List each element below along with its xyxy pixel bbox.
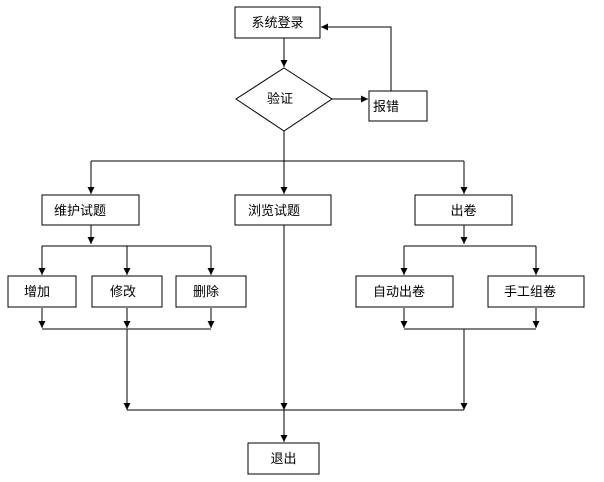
node-error-label: 报错 bbox=[373, 100, 399, 115]
node-maintain: 维护试题 bbox=[41, 194, 140, 226]
node-auto-exam: 自动出卷 bbox=[355, 275, 454, 308]
node-error: 报错 bbox=[368, 90, 428, 122]
node-edit: 修改 bbox=[91, 275, 163, 308]
connectors bbox=[38, 23, 540, 442]
node-add-label: 增加 bbox=[24, 285, 50, 300]
node-manual-exam: 手工组卷 bbox=[487, 275, 585, 308]
node-exit: 退出 bbox=[247, 442, 320, 475]
node-browse-label: 浏览试题 bbox=[248, 203, 300, 219]
node-maintain-label: 维护试题 bbox=[54, 204, 106, 219]
node-auto-exam-label: 自动出卷 bbox=[373, 284, 425, 300]
node-login-label: 系统登录 bbox=[251, 16, 303, 31]
node-delete: 删除 bbox=[175, 275, 247, 308]
node-login: 系统登录 bbox=[234, 6, 321, 39]
node-add: 增加 bbox=[7, 275, 77, 308]
node-exit-label: 退出 bbox=[270, 452, 296, 467]
node-manual-exam-label: 手工组卷 bbox=[504, 284, 556, 300]
node-edit-label: 修改 bbox=[110, 285, 136, 300]
node-exam: 出卷 bbox=[414, 194, 513, 226]
node-verify: 验证 bbox=[235, 67, 333, 132]
node-exam-label: 出卷 bbox=[450, 203, 476, 219]
node-delete-label: 删除 bbox=[193, 285, 219, 300]
node-verify-label: 验证 bbox=[267, 91, 293, 107]
node-browse: 浏览试题 bbox=[234, 194, 332, 226]
arrow-error-to-login bbox=[321, 23, 392, 91]
